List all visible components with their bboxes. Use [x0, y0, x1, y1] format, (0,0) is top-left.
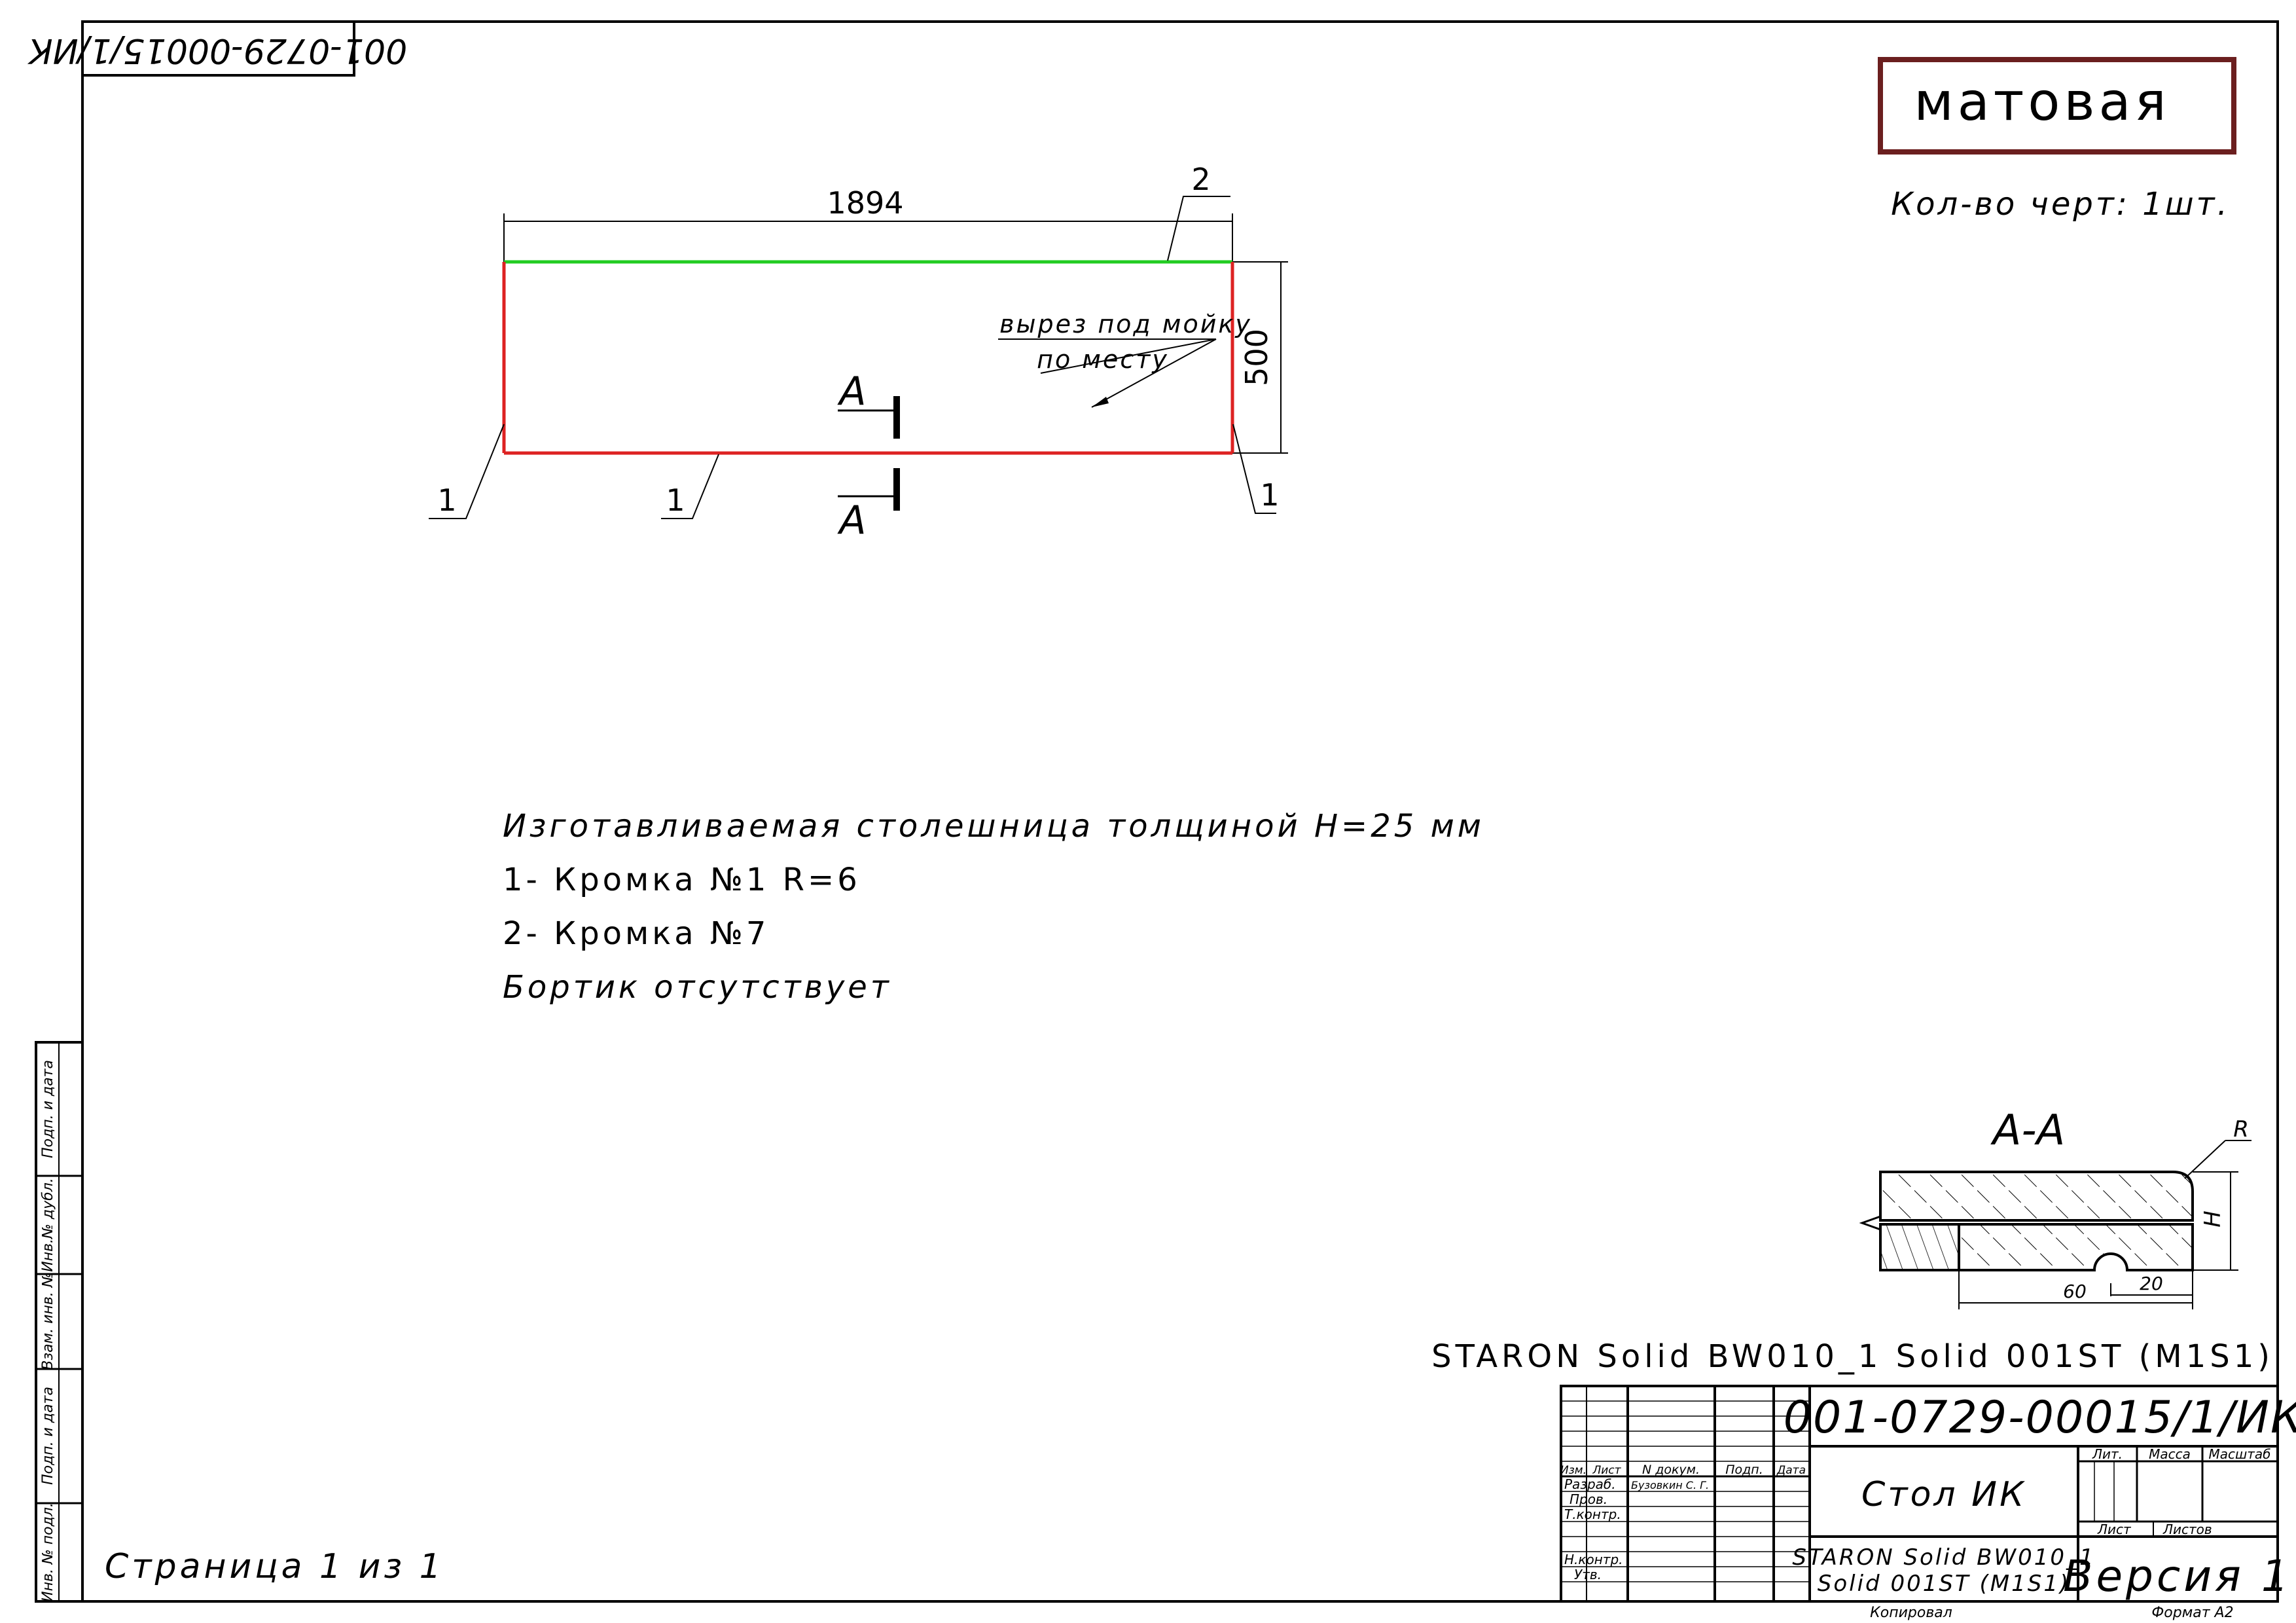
tb-row-tech-control: Т.контр. — [1564, 1506, 1621, 1522]
tb-row-developer: Разраб. — [1564, 1476, 1616, 1492]
dim-length-text: 1894 — [827, 185, 903, 221]
tb-sheet: Лист — [2097, 1522, 2132, 1537]
section-top-slab — [1879, 1171, 2194, 1222]
side-label-inv-orig: Инв. № подл. — [40, 1503, 56, 1602]
plan-view: 1894 500 2 1 1 1 вырез под мойку по мест… — [429, 162, 1288, 543]
section-view: А-А R Н 60 20 — [1859, 1106, 2251, 1309]
finish-label: матовая — [1914, 71, 2170, 132]
tb-material-line1: STARON Solid BW010_1 — [1792, 1544, 2095, 1571]
dim-width-text: 500 — [1239, 329, 1274, 386]
sheet-frame — [81, 20, 2279, 1603]
side-label-inv-dup: Инв.№ дубл. — [40, 1178, 56, 1272]
section-dim-20: 20 — [2140, 1273, 2163, 1294]
section-title: А-А — [1990, 1106, 2066, 1155]
rotated-stamp: 001-0729-00015/1/ИК — [27, 20, 408, 77]
section-label-H: Н — [2200, 1211, 2226, 1228]
tb-scale: Масштаб — [2208, 1446, 2270, 1462]
section-bottom-strip — [1958, 1223, 2194, 1271]
material-line: STARON Solid BW010_1 Solid 001ST (M1S1) — [1431, 1338, 2274, 1375]
cutout-note-line1: вырез под мойку — [999, 310, 1252, 338]
tb-product-name: Стол ИК — [1861, 1475, 2026, 1514]
tb-row-approved: Утв. — [1574, 1567, 1602, 1582]
tb-mass: Масса — [2149, 1446, 2191, 1462]
finish-label-box: матовая — [1878, 57, 2236, 155]
section-dim-60: 60 — [2063, 1281, 2087, 1302]
tb-designation: 001-0729-00015/1/ИК — [1784, 1392, 2296, 1444]
note-backsplash: Бортик отсутствует — [503, 969, 892, 1006]
tb-format: Формат А2 — [2151, 1605, 2233, 1621]
side-strip: Инв. № подл. Подп. и дата Взам. инв. № И… — [35, 1041, 84, 1603]
callout-edge-1-right: 1 — [1260, 477, 1279, 513]
section-label-R: R — [2233, 1116, 2249, 1142]
tb-col-date: Дата — [1776, 1464, 1806, 1477]
callout-edge-1-left: 1 — [437, 483, 456, 518]
tb-row-checker: Пров. — [1570, 1491, 1607, 1507]
tb-row-norm-control: Н.контр. — [1564, 1552, 1623, 1567]
tb-col-list: Лист — [1592, 1464, 1621, 1477]
tb-version: Версия 1 — [2063, 1551, 2292, 1601]
tb-col-izm: Изм. — [1560, 1464, 1587, 1477]
title-block: Изм. Лист N докум. Подп. Дата Разраб. Пр… — [1560, 1385, 2296, 1621]
callout-edge-1-bottom: 1 — [666, 483, 685, 518]
note-edge-2: 2- Кромка №7 — [503, 915, 769, 952]
section-mark-bottom: А — [836, 498, 866, 543]
notes-block: Изготавливаемая столешница толщиной Н=25… — [503, 808, 1484, 1006]
tb-col-doc: N докум. — [1642, 1463, 1700, 1477]
tb-sheets: Листов — [2162, 1522, 2212, 1537]
cutout-leader — [1091, 338, 1217, 408]
callout-edge-2: 2 — [1191, 162, 1210, 197]
tb-col-sign: Подп. — [1725, 1463, 1763, 1477]
page-counter: Страница 1 из 1 — [105, 1547, 444, 1586]
note-thickness: Изготавливаемая столешница толщиной Н=25… — [503, 808, 1484, 845]
section-substrate — [1879, 1223, 1960, 1271]
tb-lit: Лит. — [2092, 1446, 2123, 1462]
cutout-note-line2: по месту — [1037, 345, 1169, 374]
section-mark-top: А — [836, 369, 866, 414]
drawing-quantity: Кол-во черт: 1шт. — [1891, 186, 2230, 223]
tb-material-line2: Solid 001ST (M1S1) — [1818, 1571, 2070, 1597]
side-label-replace-inv: Взам. инв. № — [40, 1272, 56, 1370]
tb-developer-name: Бузовкин С. Г. — [1631, 1479, 1709, 1491]
side-label-sign-date-1: Подп. и дата — [40, 1387, 56, 1485]
tb-copied: Копировал — [1870, 1605, 1952, 1621]
side-label-sign-date-2: Подп. и дата — [40, 1060, 56, 1158]
note-edge-1: 1- Кромка №1 R=6 — [503, 862, 861, 898]
stamp-code-text: 001-0729-00015/1/ИК — [27, 31, 408, 70]
